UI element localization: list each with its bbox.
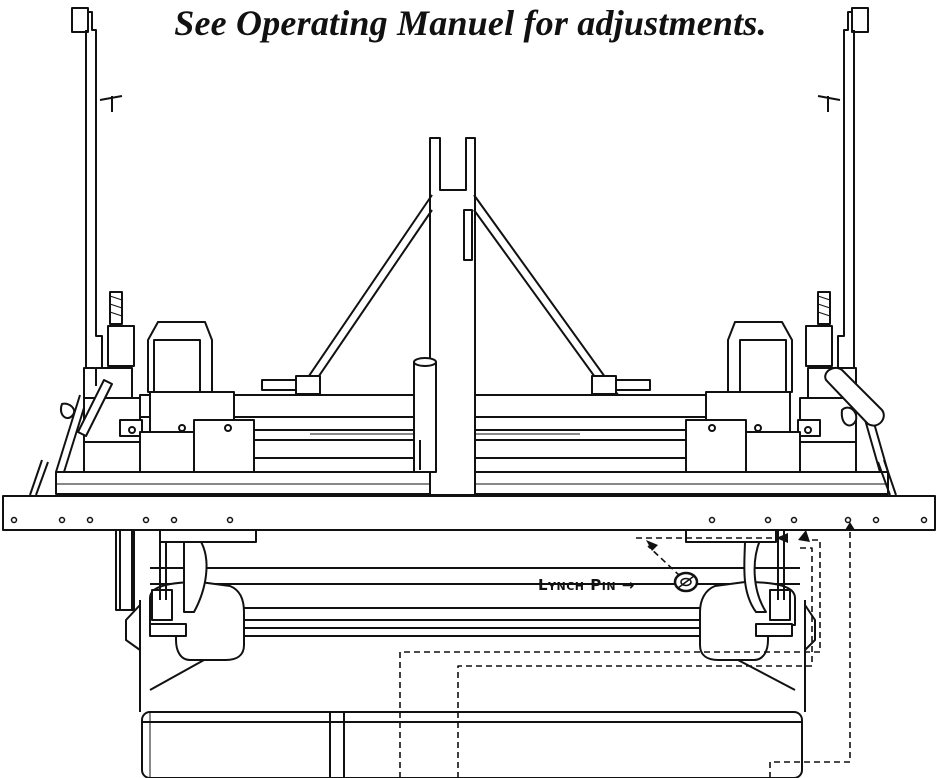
- lynch-pin-label: Lynch Pin: [538, 576, 617, 594]
- diagram-title: See Operating Manuel for adjustments.: [174, 3, 767, 43]
- dashed-guides: [399, 528, 851, 778]
- left-lower-bracket: [115, 529, 245, 661]
- lynch-pin-callout: Lynch Pin →: [538, 576, 635, 594]
- right-lower-bracket: [699, 530, 816, 661]
- rear-roller: [141, 711, 803, 778]
- guide-arrowheads: [646, 522, 855, 551]
- left-box-assembly: [29, 7, 255, 496]
- right-box-assembly: [685, 7, 897, 496]
- lynch-pin-icon: [673, 571, 699, 593]
- toolbar-bar: [2, 495, 936, 611]
- lynch-pin-arrow: →: [621, 576, 635, 594]
